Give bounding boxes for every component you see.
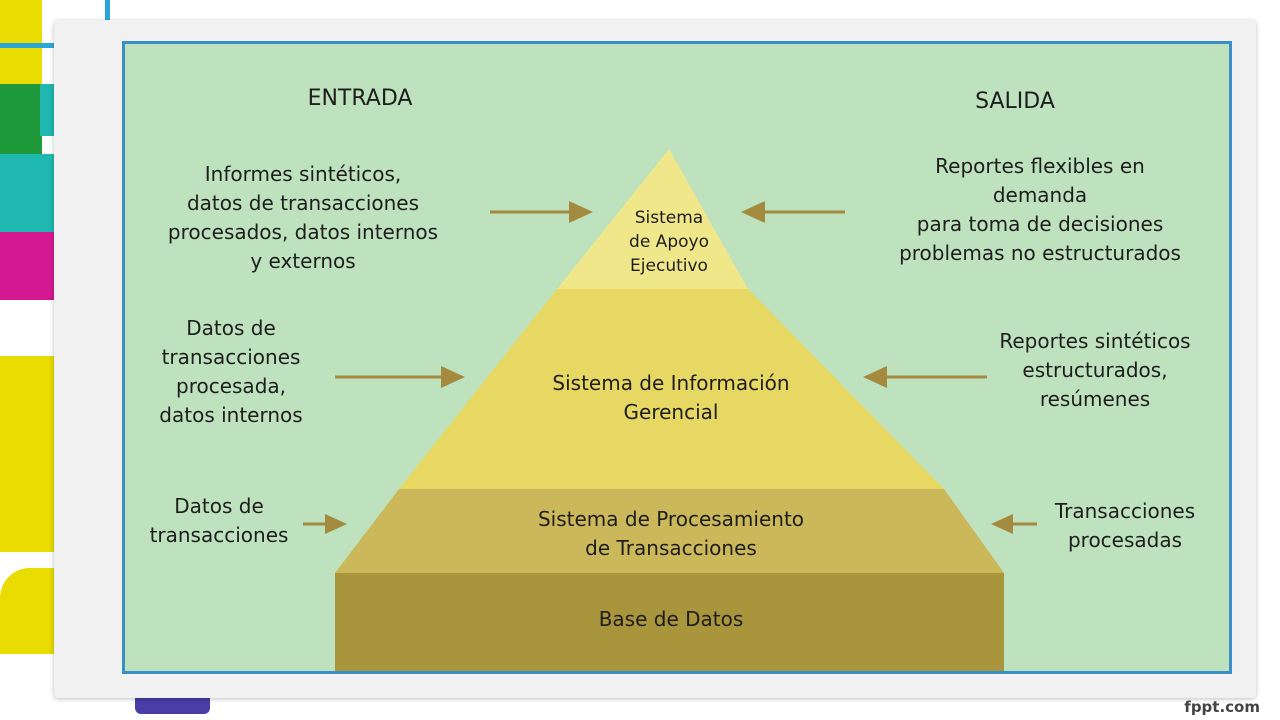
level-management-shape xyxy=(399,289,944,489)
input-text-executive: Informes sintéticos, datos de transaccio… xyxy=(167,162,439,273)
level-transaction-shape xyxy=(335,489,1004,573)
pyramid-diagram xyxy=(303,149,1037,671)
output-text-executive: Reportes flexibles en demanda para toma … xyxy=(899,154,1181,265)
output-header: SALIDA xyxy=(975,89,1055,114)
output-text-management: Reportes sintéticos estructurados, resúm… xyxy=(999,329,1191,411)
level-database-label: Base de Datos xyxy=(598,607,744,631)
level-transaction-label: Sistema de Procesamiento de Transaccione… xyxy=(537,507,805,560)
watermark: fppt.com xyxy=(1184,698,1260,716)
output-text-transaction: Transacciones procesadas xyxy=(1054,499,1196,552)
diagram-panel: ENTRADA SALIDA Informes sintéticos, dato… xyxy=(122,41,1232,674)
input-header: ENTRADA xyxy=(307,86,413,111)
output-arrow-1 xyxy=(741,201,845,223)
level-executive-label: Sistema de Apoyo Ejecutivo xyxy=(629,208,709,276)
level-executive-shape xyxy=(557,149,748,289)
output-arrow-3 xyxy=(991,514,1037,534)
input-text-transaction: Datos de transacciones xyxy=(149,494,289,547)
input-arrow-2 xyxy=(335,366,465,388)
level-database-shape xyxy=(335,573,1004,671)
level-management-label: Sistema de Información Gerencial xyxy=(552,371,790,424)
input-text-management: Datos de transacciones procesada, datos … xyxy=(159,316,303,427)
input-arrow-1 xyxy=(490,201,593,223)
output-arrow-2 xyxy=(863,366,987,388)
input-arrow-3 xyxy=(303,514,347,534)
